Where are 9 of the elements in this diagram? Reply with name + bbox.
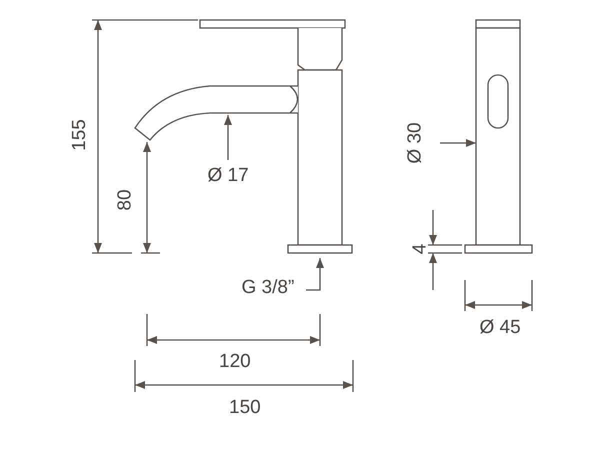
dimension-label: 155 [70,119,90,151]
dimension-label: 4 [410,244,430,254]
dimension-label: 80 [115,189,136,211]
dimension-label: G 3/8” [242,278,294,298]
dimension-label: Ø 17 [208,166,249,186]
dimension-label: Ø 30 [405,122,426,164]
dimension-label: 120 [219,352,251,372]
dimension-label: 150 [229,398,261,418]
dimension-label: Ø 45 [480,318,521,338]
